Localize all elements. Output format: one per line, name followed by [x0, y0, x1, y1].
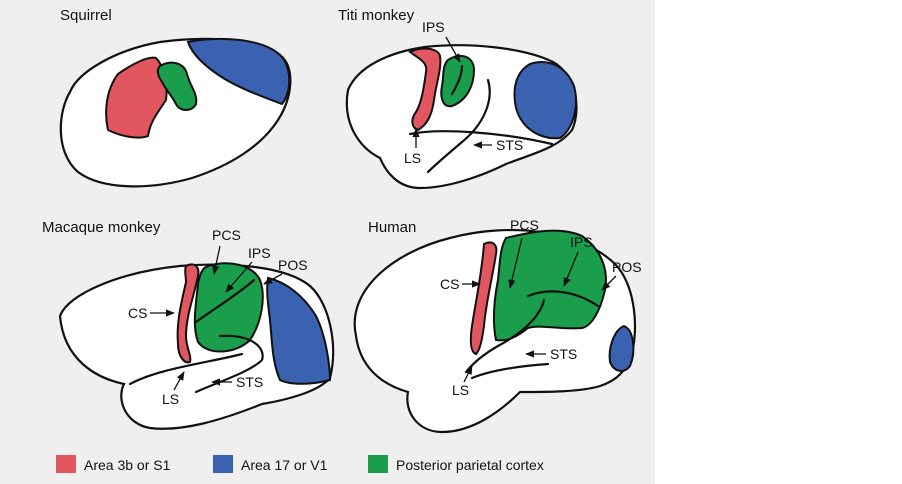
titi-ips-arrow	[445, 36, 461, 63]
human-ips-arrow	[563, 251, 579, 287]
squirrel-v1-area	[186, 37, 291, 106]
human-pos-label: POS	[612, 259, 642, 275]
human-ppc-area	[492, 229, 607, 342]
macaque-pcs-label: PCS	[212, 227, 241, 243]
squirrel-panel: Squirrel	[59, 7, 292, 188]
legend: Area 3b or S1 Area 17 or V1 Posterior pa…	[56, 455, 544, 473]
human-pcs-arrow	[508, 237, 523, 289]
titi-ips-label: IPS	[422, 19, 445, 35]
titi-ls-sulcus	[408, 130, 554, 146]
legend-swatch-ppc	[368, 455, 388, 473]
human-sts-label: STS	[550, 346, 577, 362]
macaque-ls-label: LS	[162, 391, 179, 407]
human-pcs-label: PCS	[510, 217, 539, 233]
macaque-pos-label: POS	[278, 257, 308, 273]
macaque-brain-outline	[58, 263, 335, 430]
human-ips-label: IPS	[570, 234, 593, 250]
macaque-ls-sulcus	[128, 352, 244, 386]
titi-v1-area	[513, 61, 578, 140]
titi-sts-label: STS	[496, 137, 523, 153]
titi-panel: Titi monkey IPS LS STS	[338, 7, 578, 190]
human-ls-arrow	[463, 365, 473, 383]
human-cs-label: CS	[440, 276, 459, 292]
macaque-pcs-arrow	[212, 245, 221, 275]
macaque-v1-area	[266, 276, 332, 385]
human-ls-sulcus	[470, 362, 550, 380]
human-sts-sulcus	[464, 298, 546, 374]
macaque-cs-label: CS	[128, 305, 147, 321]
macaque-ips-label: IPS	[248, 245, 271, 261]
macaque-title: Macaque monkey	[42, 219, 161, 236]
legend-swatch-s1	[56, 455, 76, 473]
squirrel-ppc-area	[156, 61, 198, 111]
macaque-s1-area	[176, 263, 200, 364]
legend-label-s1: Area 3b or S1	[84, 457, 171, 473]
titi-ips-sulcus	[450, 64, 464, 96]
human-ips-sulcus	[526, 290, 600, 308]
human-title: Human	[368, 219, 416, 236]
human-panel: Human PCS IPS POS CS LS STS	[353, 217, 642, 434]
legend-label-ppc: Posterior parietal cortex	[396, 457, 544, 473]
titi-ls-label: LS	[404, 150, 421, 166]
macaque-panel: Macaque monkey PCS IPS POS CS LS STS	[42, 219, 335, 430]
legend-label-v1: Area 17 or V1	[241, 457, 328, 473]
human-s1-area	[469, 241, 498, 356]
macaque-ips-sulcus	[194, 278, 256, 324]
macaque-ls-arrow	[173, 371, 185, 391]
squirrel-s1-area	[105, 56, 168, 139]
macaque-pos-arrow	[263, 273, 283, 285]
legend-swatch-v1	[213, 455, 233, 473]
squirrel-title: Squirrel	[60, 7, 112, 24]
titi-sts-sulcus	[426, 78, 491, 174]
human-v1-area	[608, 324, 635, 372]
titi-title: Titi monkey	[338, 7, 415, 24]
human-ls-label: LS	[452, 382, 469, 398]
macaque-ips-arrow	[225, 261, 253, 293]
macaque-sts-label: STS	[236, 374, 263, 390]
human-pos-arrow	[601, 275, 617, 291]
